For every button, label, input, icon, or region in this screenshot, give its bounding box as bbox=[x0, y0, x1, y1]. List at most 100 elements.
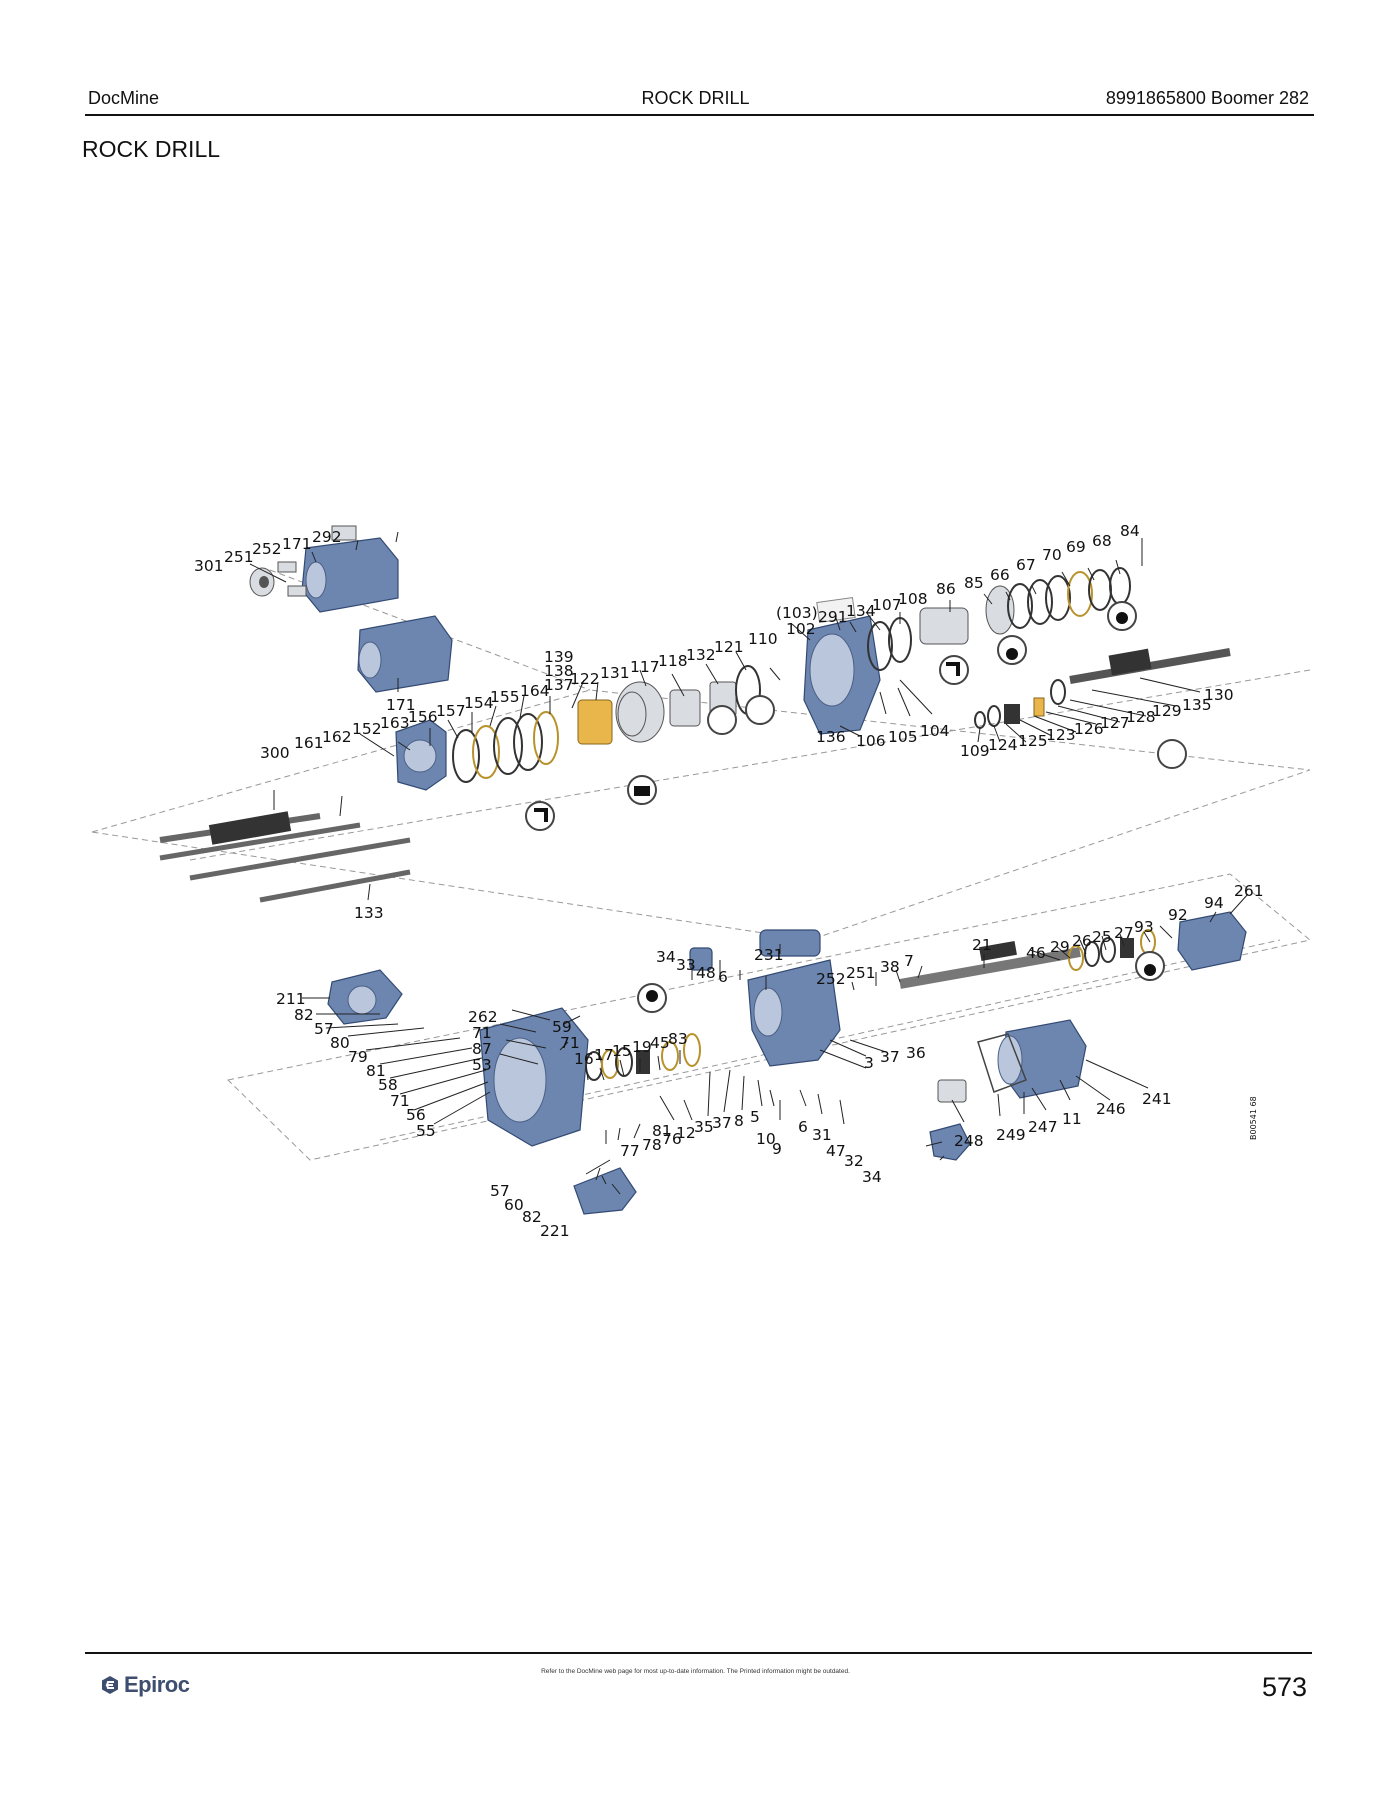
part-label: 163 bbox=[380, 714, 410, 732]
part-label: 7 bbox=[904, 952, 914, 970]
page-title: ROCK DRILL bbox=[82, 136, 221, 162]
part-label: 94 bbox=[1204, 894, 1224, 912]
part-label: 35 bbox=[694, 1118, 714, 1136]
part-label: 118 bbox=[658, 652, 688, 670]
exploded-parts-diagram: 301 251 252 171 292 171 84 68 69 70 67 6… bbox=[91, 522, 1310, 1240]
part-label: 83 bbox=[668, 1030, 688, 1048]
part-label: 252 bbox=[252, 540, 282, 558]
upper-ring-set bbox=[452, 711, 559, 783]
part-label: 300 bbox=[260, 744, 290, 762]
lower-shaft-part bbox=[899, 940, 1081, 989]
upper-shaft-part bbox=[1069, 648, 1231, 684]
header-machine-id: 8991865800 Boomer 282 bbox=[1105, 88, 1309, 108]
brand-name: Epiroc bbox=[124, 1672, 190, 1697]
epiroc-logo: Epiroc bbox=[100, 1672, 190, 1698]
part-label: 251 bbox=[846, 964, 876, 982]
gear-sleeve-part bbox=[615, 681, 665, 743]
part-label: 57 bbox=[314, 1020, 334, 1038]
part-label: 19 bbox=[632, 1038, 652, 1056]
part-label: 164 bbox=[520, 682, 550, 700]
part-label: 79 bbox=[348, 1048, 368, 1066]
part-label: 60 bbox=[504, 1196, 524, 1214]
motor-gasket-part bbox=[977, 1033, 1027, 1093]
part-label: 122 bbox=[570, 670, 600, 688]
assembly-plane-lower bbox=[226, 873, 1310, 1161]
part-label: 33 bbox=[676, 956, 696, 974]
part-label: 45 bbox=[650, 1034, 670, 1052]
bottom-cover-part bbox=[573, 1167, 637, 1215]
part-label: 12 bbox=[676, 1124, 696, 1142]
part-label: 68 bbox=[1092, 532, 1112, 550]
part-label: 66 bbox=[990, 566, 1010, 584]
part-label: 104 bbox=[920, 722, 950, 740]
part-label: 138 bbox=[544, 662, 574, 680]
part-label: 136 bbox=[816, 728, 846, 746]
part-label: 67 bbox=[1016, 556, 1036, 574]
part-label: 3 bbox=[864, 1054, 874, 1072]
part-label: 126 bbox=[1074, 720, 1104, 738]
header-doc-source: DocMine bbox=[88, 88, 160, 108]
part-label: 154 bbox=[464, 694, 494, 712]
part-label: 117 bbox=[630, 658, 660, 676]
part-label: 292 bbox=[312, 528, 342, 546]
part-label: 137 bbox=[544, 676, 574, 694]
part-label: 221 bbox=[540, 1222, 570, 1240]
page-number: 573 bbox=[1261, 1672, 1307, 1702]
part-label: 6 bbox=[718, 968, 728, 986]
part-label: 70 bbox=[1042, 546, 1062, 564]
part-label: 32 bbox=[844, 1152, 864, 1170]
part-label: 27 bbox=[1114, 924, 1134, 942]
part-label: 81 bbox=[366, 1062, 386, 1080]
part-label: 132 bbox=[686, 646, 716, 664]
part-label: 110 bbox=[748, 630, 778, 648]
piston-sleeve-part bbox=[919, 607, 969, 645]
label-plate-part bbox=[816, 597, 856, 623]
part-label: 56 bbox=[406, 1106, 426, 1124]
part-label: 249 bbox=[996, 1126, 1026, 1144]
rear-end-cap-part bbox=[1177, 911, 1247, 971]
part-label: 29 bbox=[1050, 938, 1070, 956]
part-label: 231 bbox=[754, 946, 784, 964]
cap-pin-part bbox=[277, 561, 297, 573]
motor-sleeve-part bbox=[937, 1079, 967, 1103]
part-label: 125 bbox=[1018, 732, 1048, 750]
part-label: 108 bbox=[898, 590, 928, 608]
part-label: 80 bbox=[330, 1034, 350, 1052]
part-label: 46 bbox=[1026, 944, 1046, 962]
part-label: 128 bbox=[1126, 708, 1156, 726]
part-label: 55 bbox=[416, 1122, 436, 1140]
part-label: 291 bbox=[818, 608, 848, 626]
part-label: 82 bbox=[294, 1006, 314, 1024]
part-label: 247 bbox=[1028, 1118, 1058, 1136]
valve-block-part bbox=[747, 959, 841, 1067]
part-label: 81 bbox=[652, 1122, 672, 1140]
main-housing-part bbox=[803, 615, 881, 735]
part-label: 109 bbox=[960, 742, 990, 760]
epiroc-e-icon bbox=[102, 1676, 118, 1694]
part-label: 36 bbox=[906, 1044, 926, 1062]
figure-code: B00541 68 bbox=[1249, 1096, 1258, 1140]
part-label: 53 bbox=[472, 1056, 492, 1074]
front-head-part bbox=[395, 719, 447, 791]
part-label: 86 bbox=[936, 580, 956, 598]
rear-housing-part bbox=[479, 1007, 589, 1147]
part-label: 87 bbox=[472, 1040, 492, 1058]
part-label: 155 bbox=[490, 688, 520, 706]
part-label: 251 bbox=[224, 548, 254, 566]
part-label: 69 bbox=[1066, 538, 1086, 556]
part-label: 31 bbox=[812, 1126, 832, 1144]
part-label: 124 bbox=[988, 736, 1018, 754]
part-label: 59 bbox=[552, 1018, 572, 1036]
part-label: 34 bbox=[862, 1168, 882, 1186]
bushing-gold-part bbox=[577, 699, 613, 745]
part-label: 5 bbox=[750, 1108, 760, 1126]
part-label: 241 bbox=[1142, 1090, 1172, 1108]
part-label: 171 bbox=[386, 696, 416, 714]
part-label: 92 bbox=[1168, 906, 1188, 924]
header-divider bbox=[85, 114, 1314, 116]
part-label: 261 bbox=[1234, 882, 1264, 900]
part-label: 37 bbox=[712, 1114, 732, 1132]
part-label: 161 bbox=[294, 734, 324, 752]
part-label: 82 bbox=[522, 1208, 542, 1226]
part-label: 71 bbox=[472, 1024, 492, 1042]
